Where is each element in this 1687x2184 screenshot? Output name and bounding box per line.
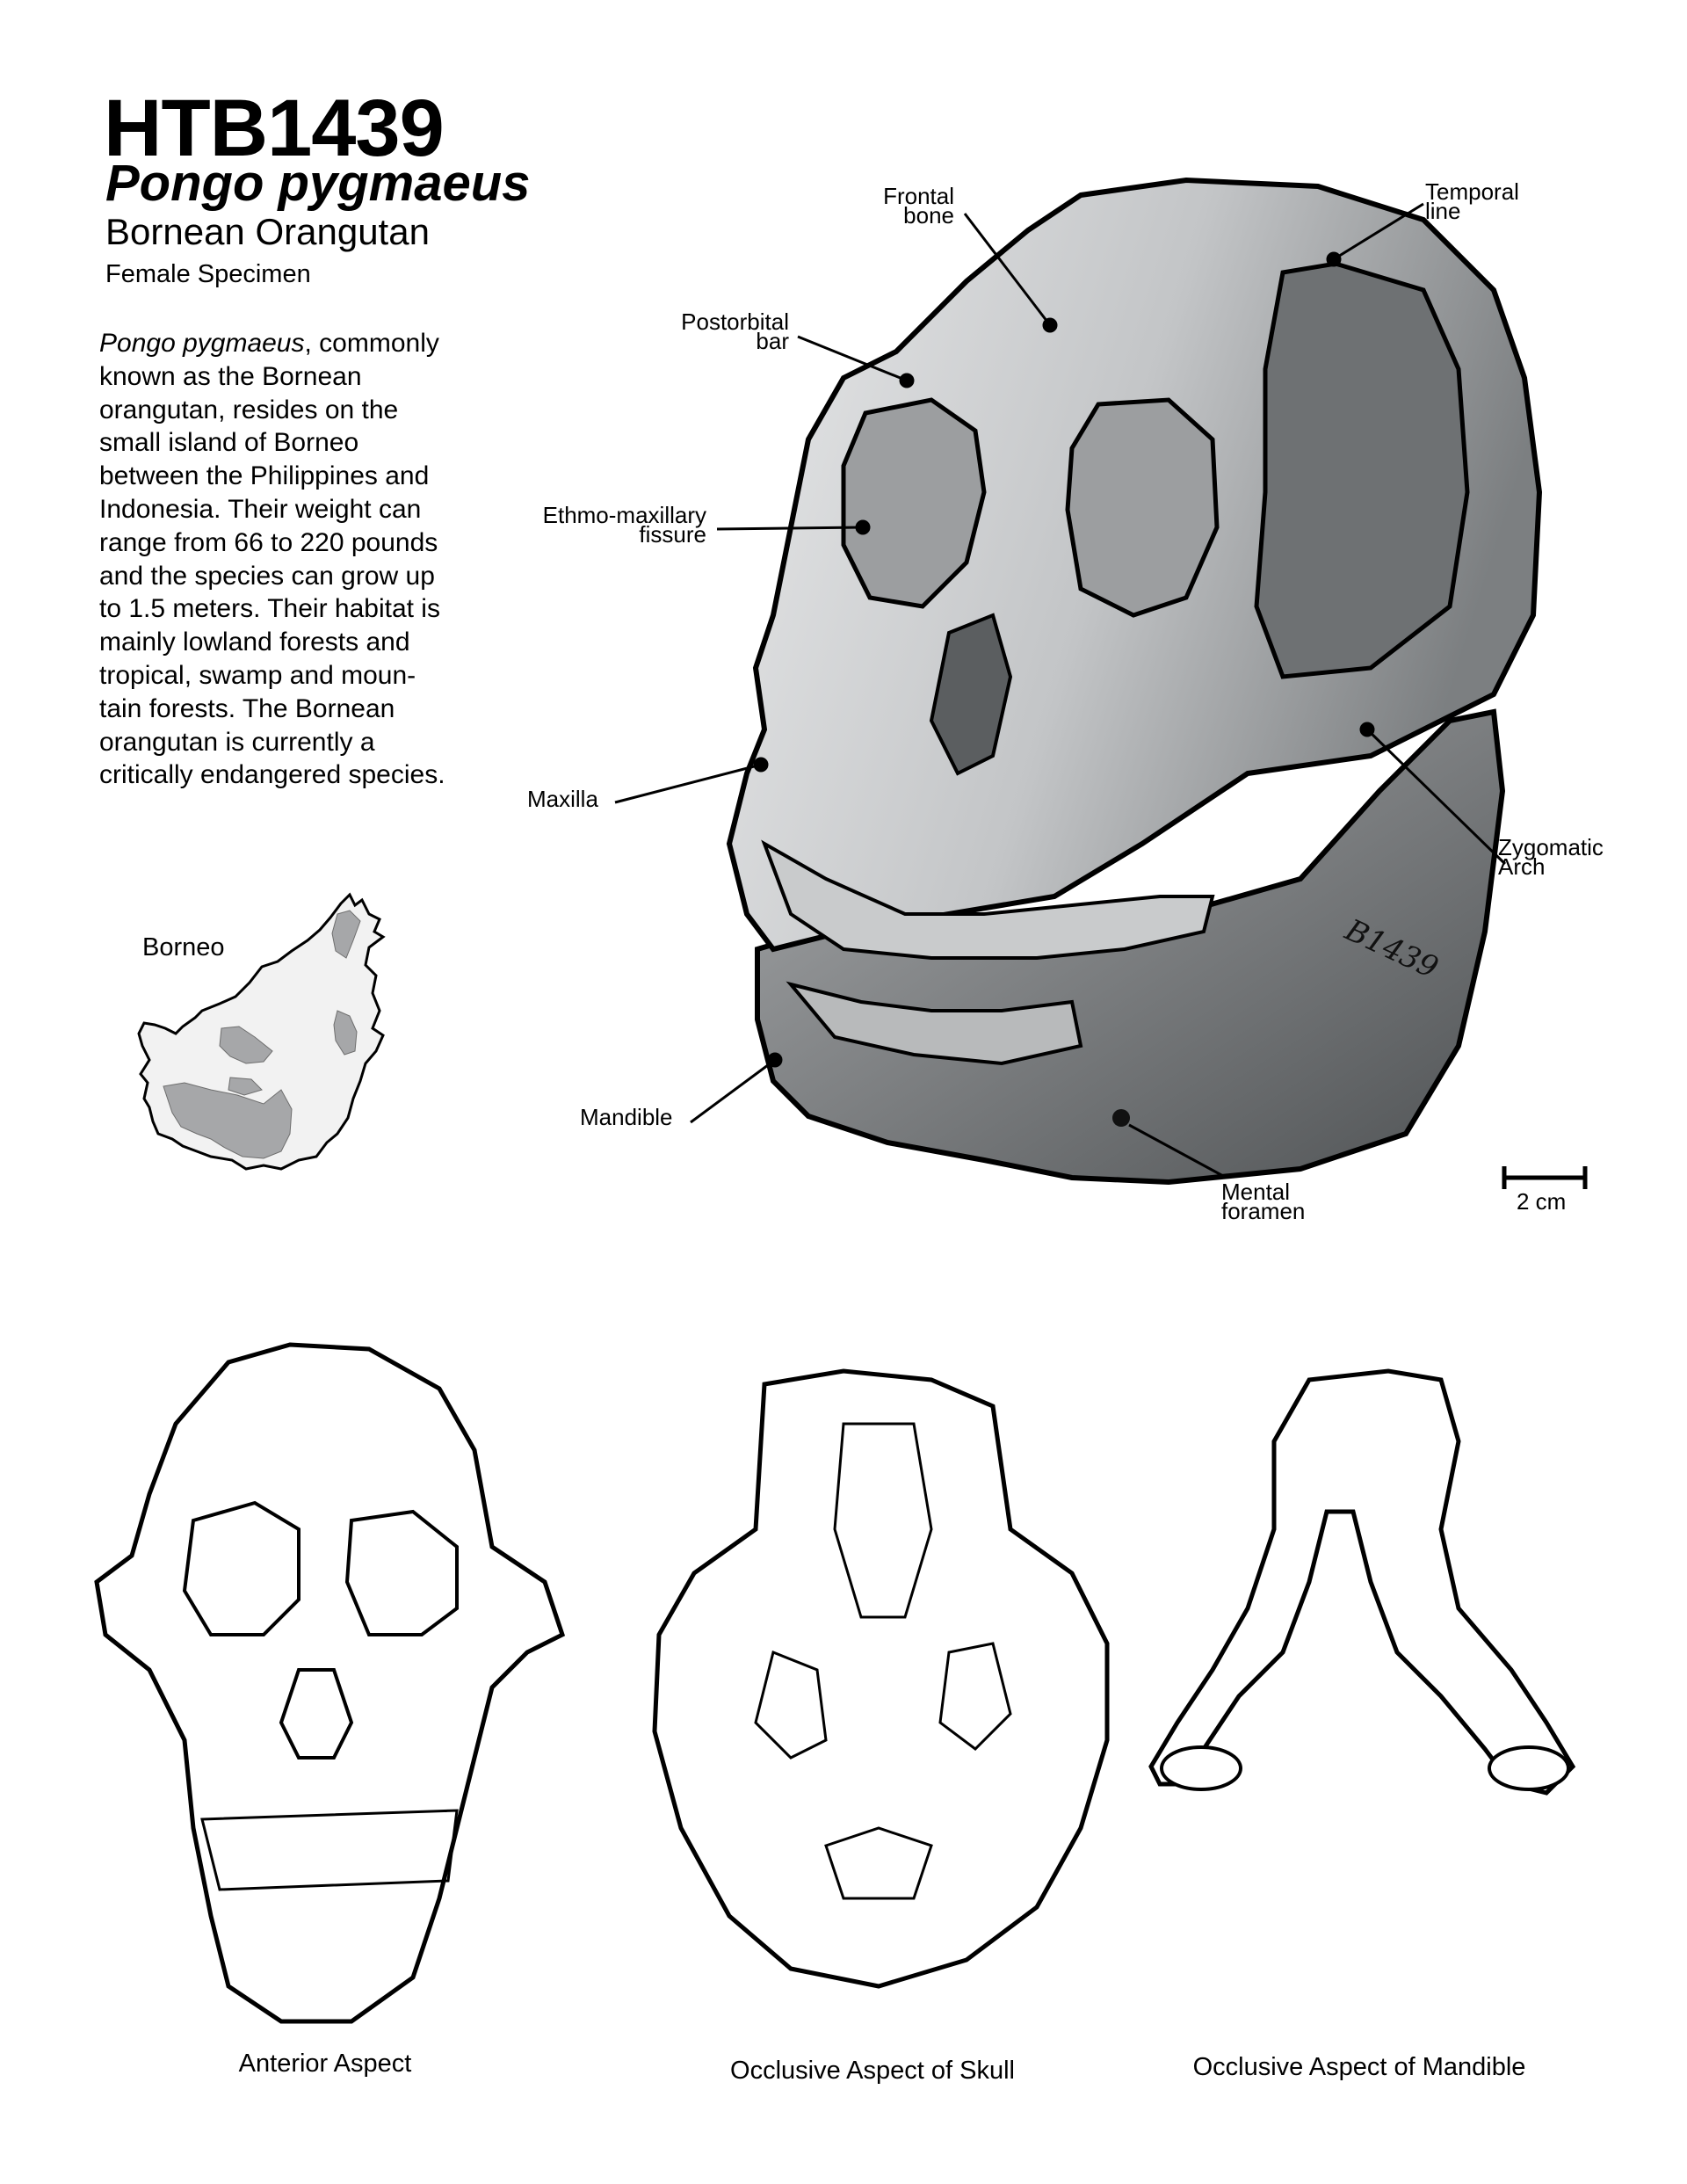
- description-line: critically endangered species.: [99, 760, 445, 790]
- habitat-region: [228, 1077, 263, 1096]
- description-line: and the species can grow up: [99, 561, 435, 591]
- scale-bar: [1502, 1166, 1588, 1189]
- label-leaders: [614, 202, 1507, 1178]
- mental-foramen-dot: [1112, 1109, 1130, 1127]
- description-line: mainly lowland forests and: [99, 628, 410, 657]
- caption-occlusive-skull: Occlusive Aspect of Skull: [730, 2057, 1015, 2085]
- description-line: Pongo pygmaeus, commonly: [99, 329, 439, 358]
- habitat-region: [219, 1026, 273, 1064]
- nasal-aperture: [929, 613, 1013, 776]
- temporal-fossa: [1254, 261, 1470, 679]
- label-mandible: Mandible: [580, 1104, 673, 1130]
- description-line: between the Philippines and: [99, 461, 430, 491]
- description-line: Indonesia. Their weight can: [99, 494, 422, 524]
- habitat-region: [331, 910, 361, 959]
- habitat-region: [333, 1010, 358, 1056]
- description-line: tain forests. The Bornean: [99, 693, 395, 723]
- description-line: orangutan, resides on the: [99, 395, 399, 424]
- species-description: Pongo pygmaeus, commonly known as the Bo…: [99, 327, 512, 792]
- description-line: range from 66 to 220 pounds: [99, 527, 438, 557]
- common-name: Bornean Orangutan: [105, 211, 430, 252]
- description-line: to 1.5 meters. Their habitat is: [99, 594, 440, 624]
- label-maxilla: Maxilla: [527, 786, 598, 812]
- specimen-note: Female Specimen: [105, 260, 311, 288]
- right-orbit: [1065, 397, 1220, 618]
- caption-anterior-aspect: Anterior Aspect: [238, 2050, 412, 2078]
- caption-occlusive-mandible: Occlusive Aspect of Mandible: [1192, 2053, 1526, 2081]
- map-label: Borneo: [142, 933, 225, 961]
- habitat-region: [163, 1082, 293, 1159]
- description-line: orangutan is currently a: [99, 727, 375, 757]
- scale-bar-label: 2 cm: [1517, 1188, 1567, 1215]
- lower-teeth: [786, 981, 1083, 1066]
- upper-teeth: [761, 839, 1215, 960]
- description-line: small island of Borneo: [99, 428, 359, 458]
- specimen-id-title: HTB1439: [104, 83, 445, 173]
- description-line: known as the Bornean: [99, 361, 362, 391]
- scientific-name: Pongo pygmaeus: [105, 155, 531, 212]
- description-line: tropical, swamp and moun-: [99, 660, 416, 690]
- left-orbit: [841, 397, 987, 609]
